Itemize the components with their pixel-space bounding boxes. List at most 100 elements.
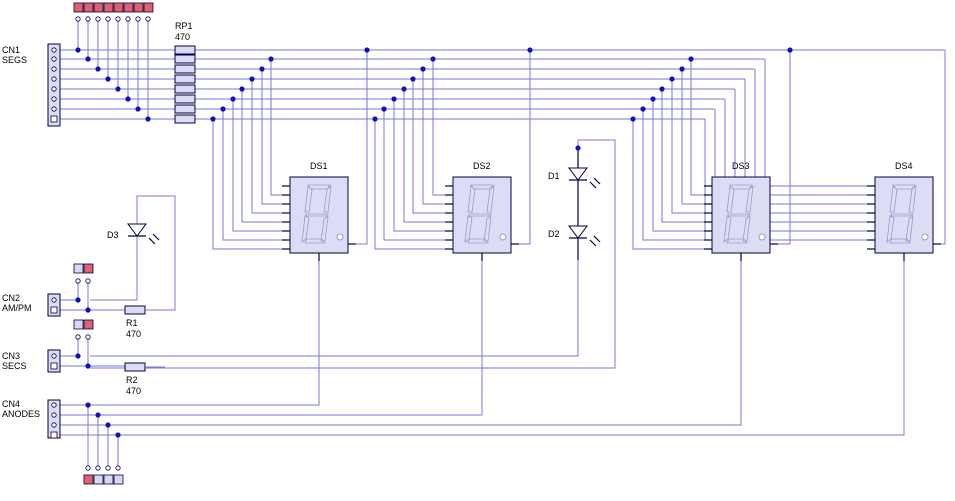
rp1-resistor bbox=[174, 104, 196, 114]
junction-dot bbox=[372, 116, 378, 122]
d3-anode bbox=[90, 228, 138, 301]
pin-circle bbox=[51, 96, 57, 102]
junction-dot bbox=[688, 56, 694, 62]
seven-segment-display bbox=[452, 176, 512, 254]
pin-circle bbox=[75, 334, 81, 340]
segment-tap bbox=[690, 59, 704, 196]
cn1-name: SEGS bbox=[2, 55, 27, 65]
pin-circle bbox=[75, 278, 81, 284]
junction-dot bbox=[85, 56, 91, 62]
junction-dot bbox=[391, 96, 397, 102]
pin-circle bbox=[75, 16, 81, 22]
r1-resistor bbox=[124, 305, 146, 315]
secs-wire bbox=[90, 139, 616, 369]
jumper-segs-cell bbox=[103, 2, 114, 13]
rp1-value: 470 bbox=[175, 32, 190, 42]
cn4-name: ANODES bbox=[2, 409, 40, 419]
light-emission-icon bbox=[589, 235, 601, 247]
decimal-point bbox=[758, 233, 766, 241]
pin-circle bbox=[51, 353, 57, 359]
junction-dot bbox=[239, 86, 245, 92]
pin-circle bbox=[95, 16, 101, 22]
junction-dot bbox=[650, 96, 656, 102]
junction-dot bbox=[679, 66, 685, 72]
rp1-resistor bbox=[174, 74, 196, 84]
jumper-segs-cell bbox=[93, 2, 104, 13]
segment-tap bbox=[754, 69, 867, 196]
junction-dot bbox=[575, 145, 581, 151]
junction-dot bbox=[640, 106, 646, 112]
junction-dot bbox=[105, 422, 111, 428]
junction-dot bbox=[75, 47, 81, 53]
pin-circle bbox=[51, 76, 57, 82]
segment-tap bbox=[241, 89, 282, 223]
segment-tap bbox=[251, 79, 282, 214]
jumper-segs-cell bbox=[83, 2, 94, 13]
decimal-point bbox=[499, 233, 507, 241]
seven-segment-display bbox=[711, 176, 771, 254]
pin-circle bbox=[51, 56, 57, 62]
ds4-ref: DS4 bbox=[895, 161, 913, 171]
pin-circle bbox=[85, 278, 91, 284]
segment-tap bbox=[403, 89, 445, 223]
anode-wire bbox=[60, 261, 483, 416]
junction-dot bbox=[527, 47, 533, 53]
junction-dot bbox=[85, 363, 91, 369]
pin-circle bbox=[115, 465, 121, 471]
junction-dot bbox=[430, 56, 436, 62]
r1-ref: R1 bbox=[126, 318, 138, 328]
light-emission-icon bbox=[589, 177, 601, 189]
junction-dot bbox=[125, 96, 131, 102]
d3-ref: D3 bbox=[107, 230, 119, 240]
seven-segment-display bbox=[874, 176, 934, 254]
segment-tap bbox=[270, 59, 282, 196]
pin-circle bbox=[51, 412, 57, 418]
dp-tap bbox=[519, 50, 531, 245]
rp1-resistor bbox=[174, 45, 196, 55]
pin-square bbox=[50, 115, 58, 123]
junction-dot bbox=[381, 106, 387, 112]
jumper-anodes-cell bbox=[113, 474, 124, 485]
pin-circle bbox=[51, 422, 57, 428]
pin-circle bbox=[51, 402, 57, 408]
rp1-ref: RP1 bbox=[175, 21, 193, 31]
rp1-resistor bbox=[174, 114, 196, 124]
pin-circle bbox=[95, 465, 101, 471]
segment-tap bbox=[212, 119, 282, 250]
d3-wire bbox=[136, 195, 176, 311]
junction-dot bbox=[210, 116, 216, 122]
cn2-name: AM/PM bbox=[2, 303, 32, 313]
pin-circle bbox=[51, 47, 57, 53]
rp1-resistor bbox=[174, 94, 196, 104]
pin-circle bbox=[85, 16, 91, 22]
segment-tap bbox=[642, 109, 704, 241]
junction-dot bbox=[787, 47, 793, 53]
segment-tap bbox=[681, 69, 704, 205]
jumper-anodes-cell bbox=[83, 474, 94, 485]
dp-tap bbox=[941, 50, 946, 245]
segment-tap bbox=[652, 99, 704, 232]
pin-circle bbox=[51, 86, 57, 92]
junction-dot bbox=[259, 66, 265, 72]
d2-ref: D2 bbox=[548, 229, 560, 239]
cn3-name: SECS bbox=[2, 361, 27, 371]
d2-led bbox=[568, 225, 588, 239]
segment-tap bbox=[393, 99, 445, 232]
junction-dot bbox=[364, 47, 370, 53]
jumper-segs-cell bbox=[123, 2, 134, 13]
junction-dot bbox=[249, 76, 255, 82]
segment-outline bbox=[464, 184, 495, 244]
segment-tap bbox=[222, 109, 282, 241]
jumper-cell bbox=[83, 263, 94, 274]
light-emission-icon bbox=[148, 233, 160, 245]
jumper-segs-cell bbox=[143, 2, 154, 13]
cn1-ref: CN1 bbox=[2, 45, 20, 55]
secs-cathode bbox=[90, 260, 579, 357]
junction-dot bbox=[95, 412, 101, 418]
segment-tap bbox=[432, 59, 445, 196]
pin-circle bbox=[85, 465, 91, 471]
pin-circle bbox=[125, 16, 131, 22]
segment-tap bbox=[661, 89, 704, 223]
digit-glyph bbox=[723, 184, 754, 244]
